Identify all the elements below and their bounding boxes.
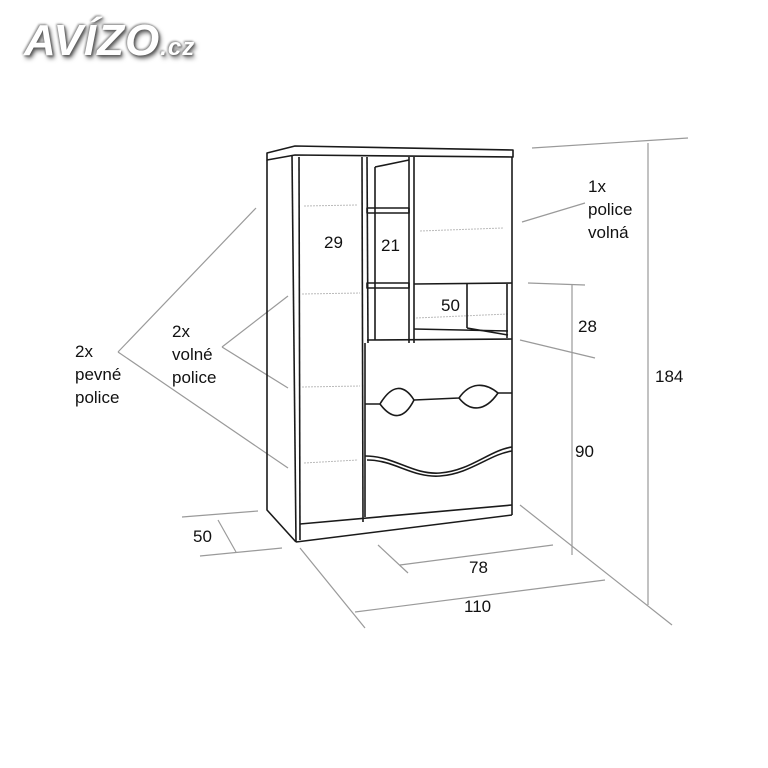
label-loose-shelf-top: 1x police volná <box>588 175 632 244</box>
dimension-lines <box>117 137 689 629</box>
cabinet-outline <box>266 145 514 543</box>
label-line: volné <box>172 345 213 364</box>
label-line: 1x <box>588 177 606 196</box>
dim-drawers-height: 90 <box>575 442 594 461</box>
dim-depth: 50 <box>193 527 212 546</box>
logo-brand: AVÍZO <box>24 16 161 65</box>
label-line: 2x <box>172 322 190 341</box>
label-loose-shelves: 2x volné police <box>172 320 216 389</box>
dim-total-width: 110 <box>464 597 492 616</box>
label-line: volná <box>588 223 629 242</box>
dim-total-height: 184 <box>655 367 684 386</box>
dim-inner-width: 78 <box>469 558 488 577</box>
label-fixed-shelves: 2x pevné police <box>75 340 121 409</box>
shelf-hint-lines <box>301 204 509 464</box>
dim-niche-width: 50 <box>441 296 460 315</box>
avizo-logo: AVÍZO.cz <box>24 16 195 66</box>
label-line: 2x <box>75 342 93 361</box>
dim-left-door-width: 29 <box>324 233 343 252</box>
label-line: police <box>172 368 217 387</box>
dim-middle-width: 21 <box>381 236 400 255</box>
label-line: police <box>75 388 120 407</box>
label-line: pevné <box>75 365 122 384</box>
label-line: police <box>588 200 633 219</box>
logo-suffix: .cz <box>160 34 196 61</box>
dim-niche-height: 28 <box>578 317 597 336</box>
